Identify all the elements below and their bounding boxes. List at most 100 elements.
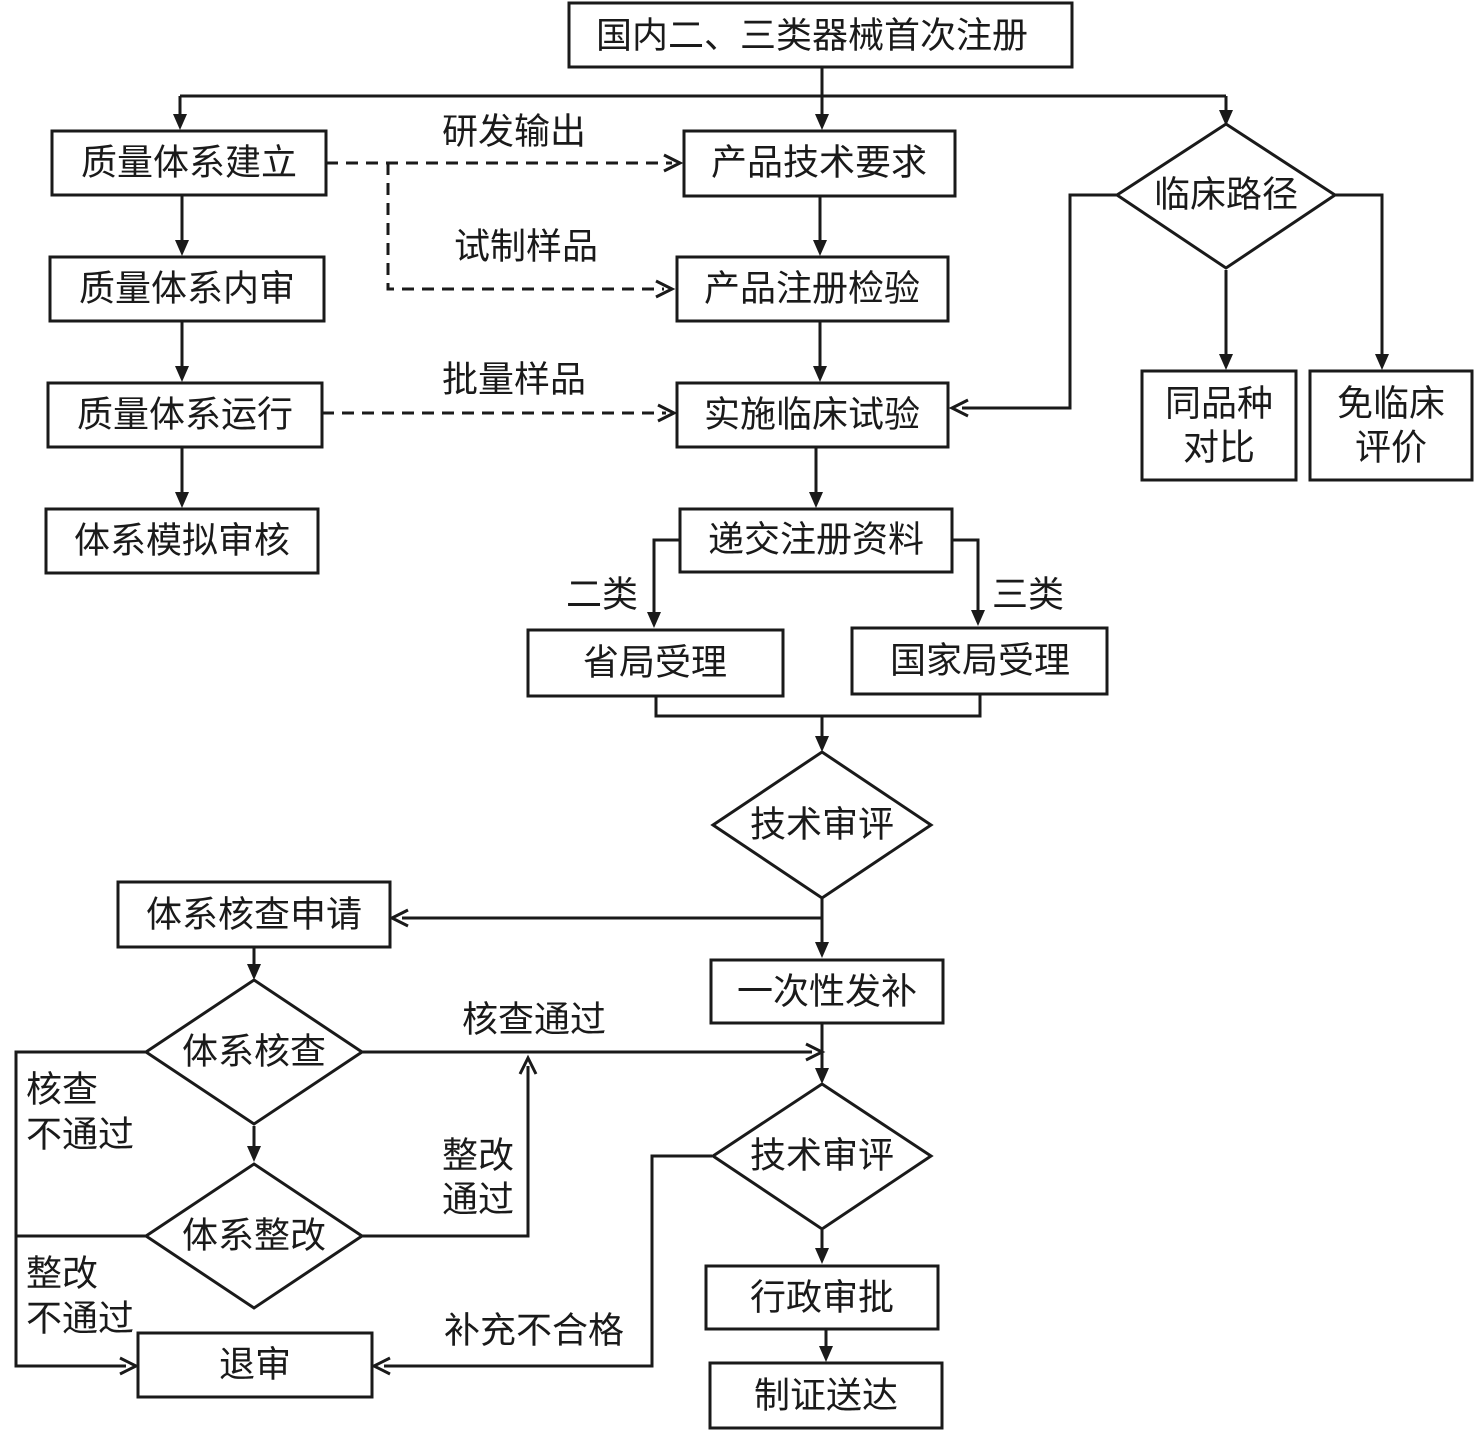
arrow-right-batch-sample <box>657 403 678 423</box>
qs-mock-label: 体系模拟审核 <box>74 521 290 562</box>
arrow-down-natl <box>971 610 985 626</box>
arrow-right-reject <box>119 1356 140 1376</box>
no-clinical-node: 免临床 评价 <box>1308 369 1474 482</box>
arrow-down-rectify <box>247 1146 261 1162</box>
prov-accept-label: 省局受理 <box>583 643 727 684</box>
reject-label: 退审 <box>219 1345 291 1386</box>
inspect-label: 体系核查 <box>182 1032 326 1073</box>
no-clinical-line2: 评价 <box>1355 428 1427 469</box>
review1-label: 技术审评 <box>750 805 894 846</box>
label-inspect-pass: 核查通过 <box>462 1000 606 1041</box>
arrow-down-supplement <box>815 942 829 958</box>
inspect-decision: 体系核查 <box>143 978 365 1126</box>
no-clinical-line1: 免临床 <box>1337 384 1445 425</box>
label-rectify-fail-1: 整改 <box>26 1254 98 1295</box>
inspect-apply-node: 体系核查申请 <box>116 880 392 949</box>
label-inspect-fail-1: 核查 <box>26 1070 98 1111</box>
clinical-path-decision: 临床路径 <box>1114 122 1338 270</box>
connector-supplement-fail <box>384 1154 712 1368</box>
arrow-down-tech-req <box>815 114 829 130</box>
qs-audit-node: 质量体系内审 <box>48 255 326 323</box>
reg-test-node: 产品注册检验 <box>675 255 950 323</box>
label-batch-sample: 批量样品 <box>442 360 586 401</box>
tech-req-node: 产品技术要求 <box>682 129 957 198</box>
admin-approval-node: 行政审批 <box>704 1264 940 1331</box>
same-compare-line1: 同品种 <box>1165 384 1273 425</box>
arrow-down-review1 <box>815 736 829 752</box>
label-trial-sample: 试制样品 <box>454 227 598 268</box>
arrow-down-qs-mock <box>175 492 189 508</box>
review1-decision: 技术审评 <box>710 750 934 900</box>
arrow-down-inspect <box>247 964 261 980</box>
connector-submit-to-prov <box>652 538 680 618</box>
arrow-left-clinical-trial <box>948 398 969 418</box>
clinical-trial-label: 实施临床试验 <box>704 395 920 436</box>
certificate-node: 制证送达 <box>708 1361 944 1430</box>
label-rectify-pass-1: 整改 <box>442 1136 514 1177</box>
arrow-right-trial-sample <box>655 279 676 299</box>
submit-label: 递交注册资料 <box>708 520 924 561</box>
qs-build-node: 质量体系建立 <box>50 129 328 197</box>
review2-decision: 技术审评 <box>710 1082 934 1231</box>
clinical-trial-node: 实施临床试验 <box>675 381 950 449</box>
admin-approval-label: 行政审批 <box>750 1278 894 1319</box>
review2-label: 技术审评 <box>750 1136 894 1177</box>
natl-accept-node: 国家局受理 <box>850 626 1109 696</box>
arrow-down-admin <box>815 1248 829 1264</box>
arrow-right-rd-output <box>663 153 684 173</box>
supplement-node: 一次性发补 <box>709 958 945 1025</box>
arrow-down-prov <box>647 612 661 628</box>
arrow-down-qs-audit <box>175 240 189 256</box>
prov-accept-node: 省局受理 <box>526 628 785 698</box>
same-compare-line2: 对比 <box>1183 428 1255 469</box>
label-rectify-fail-2: 不通过 <box>26 1299 134 1340</box>
connector-clinical-path-to-trial <box>962 193 1117 410</box>
qs-run-node: 质量体系运行 <box>46 381 324 449</box>
connector-accept-merge <box>654 695 982 718</box>
arrow-down-same-compare <box>1219 354 1233 370</box>
label-rectify-pass-2: 通过 <box>442 1180 514 1221</box>
reg-test-label: 产品注册检验 <box>704 269 920 310</box>
arrow-down-cert <box>819 1346 833 1362</box>
same-compare-node: 同品种 对比 <box>1140 369 1298 482</box>
rectify-label: 体系整改 <box>182 1216 326 1257</box>
arrow-down-submit <box>809 492 823 508</box>
clinical-path-label: 临床路径 <box>1154 175 1298 216</box>
qs-run-label: 质量体系运行 <box>77 395 293 436</box>
arrowheads <box>119 110 1389 1376</box>
tech-req-label: 产品技术要求 <box>711 143 927 184</box>
connector-clinical-path-to-no-clinical <box>1335 193 1384 362</box>
label-rd-output: 研发输出 <box>442 112 586 153</box>
edge-labels: 研发输出 试制样品 批量样品 二类 三类 核查通过 核查 不通过 整改 通过 整… <box>26 112 1064 1352</box>
label-inspect-fail-2: 不通过 <box>26 1115 134 1156</box>
arrow-down-reg-test <box>813 240 827 256</box>
certificate-label: 制证送达 <box>754 1376 898 1417</box>
natl-accept-label: 国家局受理 <box>890 641 1070 682</box>
arrow-down-qs-build <box>173 114 187 130</box>
qs-audit-label: 质量体系内审 <box>79 269 295 310</box>
inspect-apply-label: 体系核查申请 <box>146 895 362 936</box>
arrow-down-qs-run <box>175 366 189 382</box>
connector-fail-left <box>14 1050 146 1368</box>
arrow-left-inspect-apply <box>388 908 409 928</box>
reject-node: 退审 <box>136 1331 374 1399</box>
label-class-2: 二类 <box>566 575 638 616</box>
connector-rectify-pass <box>362 1066 530 1238</box>
dashed-trial-sample <box>386 163 664 291</box>
submit-node: 递交注册资料 <box>678 507 954 574</box>
qs-build-label: 质量体系建立 <box>81 143 297 184</box>
arrow-down-review2 <box>815 1068 829 1084</box>
top-node-label: 国内二、三类器械首次注册 <box>596 16 1028 57</box>
arrow-left-reject <box>370 1356 391 1376</box>
rectify-decision: 体系整改 <box>143 1162 365 1310</box>
connectors <box>14 68 1384 1368</box>
arrow-down-clinical-trial <box>813 366 827 382</box>
arrow-down-clinical-path <box>1219 110 1233 126</box>
label-class-3: 三类 <box>992 575 1064 616</box>
label-supplement-fail: 补充不合格 <box>444 1311 624 1352</box>
arrow-up-rectify-pass <box>518 1054 538 1075</box>
arrow-down-no-clinical <box>1375 354 1389 370</box>
supplement-label: 一次性发补 <box>737 972 917 1013</box>
arrow-right-inspect-pass <box>805 1042 826 1062</box>
